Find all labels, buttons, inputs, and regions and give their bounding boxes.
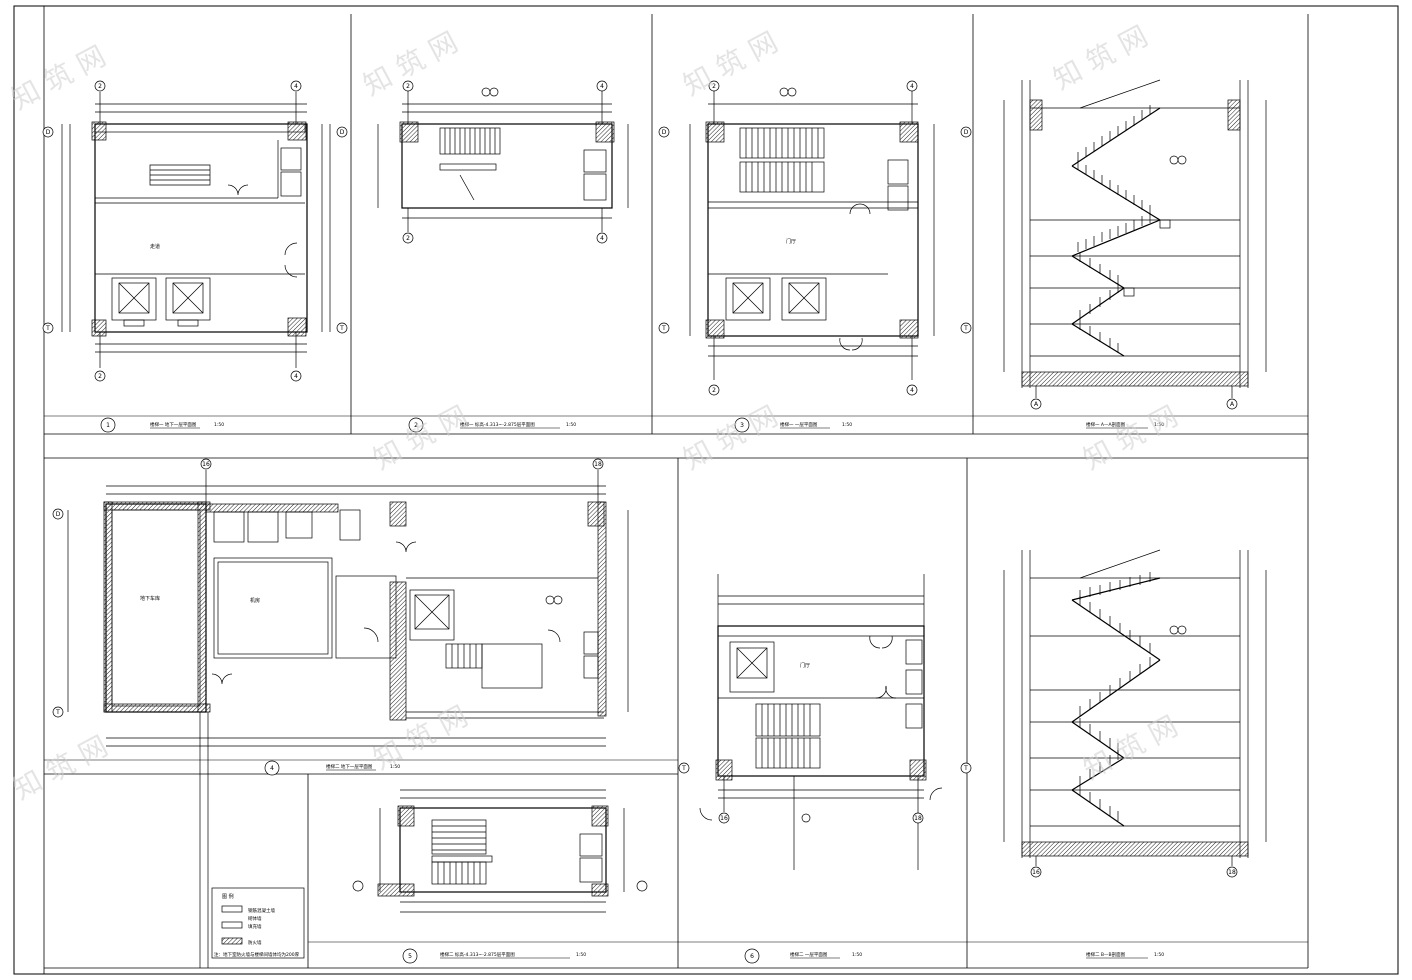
drawing-number: 6	[750, 953, 754, 960]
section-b-marks: 16 18	[1032, 869, 1236, 876]
drawing-scale: 1:50	[1154, 952, 1164, 958]
grid-label: 18	[914, 815, 922, 822]
plan-5	[377, 789, 625, 913]
drawing-scale: 1:50	[390, 764, 400, 770]
grid-label: 4	[910, 83, 914, 90]
grid-label: 4	[294, 373, 298, 380]
grid-label: 4	[600, 235, 604, 242]
legend-note: 注：地下室防火墙与楼梯间墙体均为200厚	[214, 951, 300, 958]
grid-label: D	[46, 129, 51, 136]
drawing-scale: 1:50	[852, 952, 862, 958]
legend-item: 防火墙	[248, 939, 262, 946]
watermark: 知 筑 网	[1078, 399, 1183, 476]
watermark: 知 筑 网	[678, 399, 783, 476]
section-mark: A	[1034, 401, 1039, 408]
plan-1-grid-labels: 2 4 2 4 D D T T 走道	[45, 83, 345, 380]
drawing-scale: 1:50	[576, 952, 586, 958]
drawing-number: 2	[414, 422, 418, 429]
drawing-number: 4	[270, 765, 274, 772]
legend-item: 填充墙	[248, 923, 262, 930]
drawing-scale: 1:50	[842, 422, 852, 428]
drawing-number: 3	[740, 422, 744, 429]
plan-3-grid-labels: 2 4 2 4 D D T T 门厅	[661, 83, 969, 394]
panel-frames	[44, 14, 1309, 969]
drawing-scale: 1:50	[214, 422, 224, 428]
plan-4	[67, 470, 629, 968]
plan-1-grid-bubbles	[42, 80, 348, 382]
plan-3	[689, 88, 935, 380]
grid-label: T	[45, 325, 50, 332]
title-bars	[44, 415, 1308, 959]
drawing-caption: 楼梯二 一层平面图	[790, 951, 828, 958]
room-label: 门厅	[800, 662, 810, 669]
drawing-caption: 楼梯一 A—A剖面图	[1086, 421, 1126, 428]
drawing-number: 1	[106, 422, 110, 429]
grid-label: 4	[294, 83, 298, 90]
watermark: 知 筑 网	[1078, 709, 1183, 786]
grid-label: D	[964, 129, 969, 136]
grid-label: 2	[406, 235, 410, 242]
section-a	[1003, 79, 1267, 398]
grid-label: 2	[712, 387, 716, 394]
sheet-border	[13, 5, 1399, 975]
plan-2-grid-labels: 2 4 2 4	[406, 83, 604, 242]
room-label: 机房	[250, 597, 260, 604]
grid-label: 2	[712, 83, 716, 90]
plan-1	[61, 92, 331, 368]
section-mark: 18	[1228, 869, 1236, 876]
grid-label: T	[339, 325, 344, 332]
section-a-marks: A A	[1034, 401, 1235, 408]
legend-item: 钢筋混凝土墙	[248, 907, 275, 914]
room-label: 门厅	[786, 238, 796, 245]
drawing-scale: 1:50	[566, 422, 576, 428]
watermark: 知 筑 网	[678, 25, 783, 102]
drawing-caption: 楼梯二 地下一层平面图	[326, 763, 373, 770]
drawing-titles: 1 楼梯一 地下一层平面图 1:50 2 楼梯一 标高-4.313~-2.875…	[106, 421, 1164, 960]
room-label: 地下车库	[140, 595, 160, 602]
grid-label: 18	[594, 461, 602, 468]
drawing-caption: 楼梯一 一层平面图	[780, 421, 818, 428]
drawing-caption: 楼梯一 标高-4.313~-2.875层平面图	[460, 421, 535, 428]
grid-label: 4	[600, 83, 604, 90]
plan-4-grid-labels: 16 18 D T 地下车库 机房	[55, 461, 602, 716]
legend-item: 砌体墙	[248, 915, 262, 922]
drawing-caption: 楼梯二 标高-4.313~-2.875层平面图	[440, 951, 515, 958]
drawing-number-bubbles	[100, 417, 760, 964]
grid-label: 2	[98, 373, 102, 380]
plan-2	[377, 90, 629, 232]
grid-label: 16	[720, 815, 728, 822]
drawing-caption: 楼梯二 B—B剖面图	[1086, 951, 1126, 958]
watermark: 知 筑 网	[8, 729, 113, 806]
grid-label: T	[963, 765, 968, 772]
legend-title: 图 例	[222, 893, 234, 900]
plan-6	[699, 574, 943, 870]
grid-label: T	[681, 765, 686, 772]
grid-label: D	[56, 511, 61, 518]
section-mark: 16	[1032, 869, 1040, 876]
watermark: 知 筑 网	[368, 399, 473, 476]
section-mark: A	[1230, 401, 1235, 408]
grid-label: 2	[406, 83, 410, 90]
plan-6-grid-labels: T T 16 18 门厅	[681, 662, 968, 822]
grid-label: D	[340, 129, 345, 136]
grid-label: 2	[98, 83, 102, 90]
grid-label: T	[963, 325, 968, 332]
grid-label: 4	[910, 387, 914, 394]
watermark: 知 筑 网	[1048, 19, 1153, 96]
watermark: 知 筑 网	[6, 39, 111, 116]
room-label: 走道	[150, 243, 160, 250]
legend-text: 图 例 钢筋混凝土墙 砌体墙 填充墙 防火墙 注：地下室防火墙与楼梯间墙体均为2…	[214, 893, 300, 958]
grid-label: 16	[202, 461, 210, 468]
grid-label: D	[662, 129, 667, 136]
grid-label: T	[661, 325, 666, 332]
drawing-scale: 1:50	[1154, 422, 1164, 428]
drawing-caption: 楼梯一 地下一层平面图	[150, 421, 197, 428]
legend	[211, 887, 305, 959]
section-b	[1003, 549, 1267, 866]
watermarks: 知 筑 网 知 筑 网 知 筑 网 知 筑 网 知 筑 网 知 筑 网 知 筑 …	[6, 19, 1183, 806]
grid-label: T	[55, 709, 60, 716]
drawing-number: 5	[408, 953, 412, 960]
